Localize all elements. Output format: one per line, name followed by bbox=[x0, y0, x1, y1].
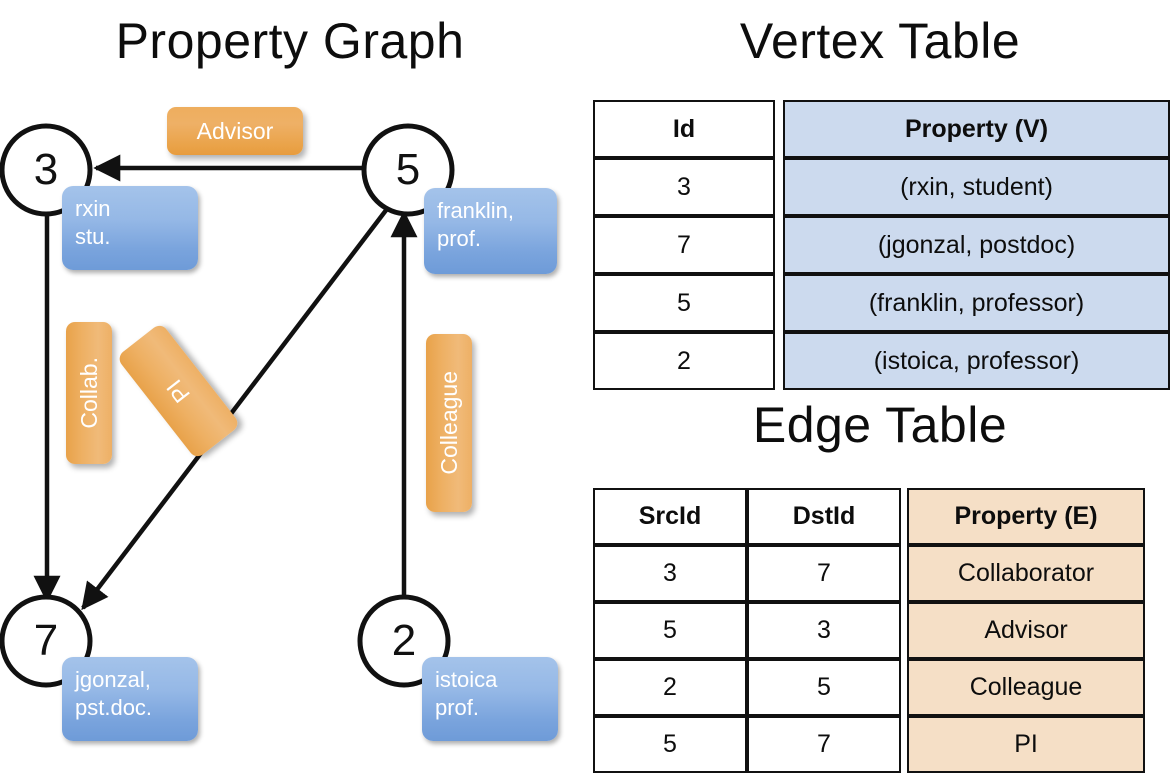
edge-table-header-srcid: SrcId bbox=[593, 488, 747, 545]
edge-cell-property: PI bbox=[907, 716, 1145, 773]
edge-cell-dstid: 7 bbox=[747, 545, 901, 602]
vertex-property-box-rxin: rxin stu. bbox=[62, 186, 198, 270]
vertex-label-3: 3 bbox=[33, 145, 59, 194]
edge-label-advisor: Advisor bbox=[167, 107, 303, 155]
edge-label-advisor-text: Advisor bbox=[196, 117, 274, 144]
edge-label-collab: Collab. bbox=[66, 322, 112, 464]
table-row[interactable]: 7 (jgonzal, postdoc) bbox=[593, 216, 1170, 274]
table-header-row: Id Property (V) bbox=[593, 100, 1170, 158]
vertex-table-header-id: Id bbox=[593, 100, 775, 158]
vertex-cell-property: (jgonzal, postdoc) bbox=[783, 216, 1170, 274]
vertex-cell-property: (rxin, student) bbox=[783, 158, 1170, 216]
table-row[interactable]: 2 5 Colleague bbox=[593, 659, 1145, 716]
table-header-row: SrcId DstId Property (E) bbox=[593, 488, 1145, 545]
vertex-property-box-jgonzal: jgonzal, pst.doc. bbox=[62, 657, 198, 741]
edge-table-header-property: Property (E) bbox=[907, 488, 1145, 545]
table-row[interactable]: 2 (istoica, professor) bbox=[593, 332, 1170, 390]
page-title-edge-table: Edge Table bbox=[752, 397, 1008, 453]
vertex-cell-property: (istoica, professor) bbox=[783, 332, 1170, 390]
edge-table: SrcId DstId Property (E) 3 7 Collaborato… bbox=[593, 488, 1145, 773]
edge-label-collab-text: Collab. bbox=[75, 357, 102, 429]
column-gap bbox=[775, 274, 783, 332]
table-row[interactable]: 5 (franklin, professor) bbox=[593, 274, 1170, 332]
vertex-label-7: 7 bbox=[33, 616, 59, 665]
vertex-property-role-istoica: prof. bbox=[435, 695, 480, 721]
page-title-vertex-table: Vertex Table bbox=[739, 13, 1021, 69]
vertex-cell-id: 5 bbox=[593, 274, 775, 332]
edge-5-to-7 bbox=[81, 203, 392, 611]
table-row[interactable]: 3 7 Collaborator bbox=[593, 545, 1145, 602]
edge-cell-dstid: 7 bbox=[747, 716, 901, 773]
edge-label-colleague-text: Colleague bbox=[435, 371, 462, 475]
edge-cell-property: Collaborator bbox=[907, 545, 1145, 602]
edge-cell-dstid: 5 bbox=[747, 659, 901, 716]
table-row[interactable]: 3 (rxin, student) bbox=[593, 158, 1170, 216]
vertex-property-role-jgonzal: pst.doc. bbox=[75, 695, 153, 721]
vertex-label-5: 5 bbox=[395, 145, 421, 194]
column-gap bbox=[775, 332, 783, 390]
edge-label-pi-text: PI bbox=[161, 374, 196, 408]
table-row[interactable]: 5 7 PI bbox=[593, 716, 1145, 773]
edge-label-colleague: Colleague bbox=[426, 334, 472, 512]
column-gap bbox=[901, 545, 907, 602]
edge-cell-srcid: 5 bbox=[593, 602, 747, 659]
vertex-cell-property: (franklin, professor) bbox=[783, 274, 1170, 332]
edge-cell-srcid: 5 bbox=[593, 716, 747, 773]
vertex-cell-id: 7 bbox=[593, 216, 775, 274]
property-graph-diagram: 3 5 7 2 rxin stu. franklin, prof. jgonza… bbox=[0, 0, 585, 760]
vertex-table-header-property: Property (V) bbox=[783, 100, 1170, 158]
edge-cell-property: Advisor bbox=[907, 602, 1145, 659]
vertex-property-box-istoica: istoica prof. bbox=[422, 657, 558, 741]
vertex-property-box-franklin: franklin, prof. bbox=[424, 188, 557, 274]
edge-table-header-dstid: DstId bbox=[747, 488, 901, 545]
column-gap bbox=[901, 659, 907, 716]
vertex-table: Id Property (V) 3 (rxin, student) 7 (jgo… bbox=[593, 100, 1170, 390]
edge-cell-srcid: 2 bbox=[593, 659, 747, 716]
column-gap bbox=[901, 488, 907, 545]
vertex-property-name-rxin: rxin bbox=[75, 196, 111, 221]
page-title-property-graph: Property Graph bbox=[115, 13, 465, 69]
column-gap bbox=[901, 602, 907, 659]
vertex-cell-id: 3 bbox=[593, 158, 775, 216]
edge-cell-srcid: 3 bbox=[593, 545, 747, 602]
vertex-property-name-franklin: franklin, bbox=[437, 198, 515, 223]
column-gap bbox=[775, 100, 783, 158]
table-row[interactable]: 5 3 Advisor bbox=[593, 602, 1145, 659]
vertex-cell-id: 2 bbox=[593, 332, 775, 390]
vertex-property-role-franklin: prof. bbox=[437, 226, 482, 252]
vertex-property-name-istoica: istoica bbox=[435, 667, 498, 692]
vertex-property-role-rxin: stu. bbox=[75, 224, 111, 250]
column-gap bbox=[901, 716, 907, 773]
edge-cell-dstid: 3 bbox=[747, 602, 901, 659]
edge-cell-property: Colleague bbox=[907, 659, 1145, 716]
column-gap bbox=[775, 158, 783, 216]
column-gap bbox=[775, 216, 783, 274]
vertex-property-name-jgonzal: jgonzal, bbox=[75, 667, 151, 692]
vertex-label-2: 2 bbox=[391, 616, 417, 665]
